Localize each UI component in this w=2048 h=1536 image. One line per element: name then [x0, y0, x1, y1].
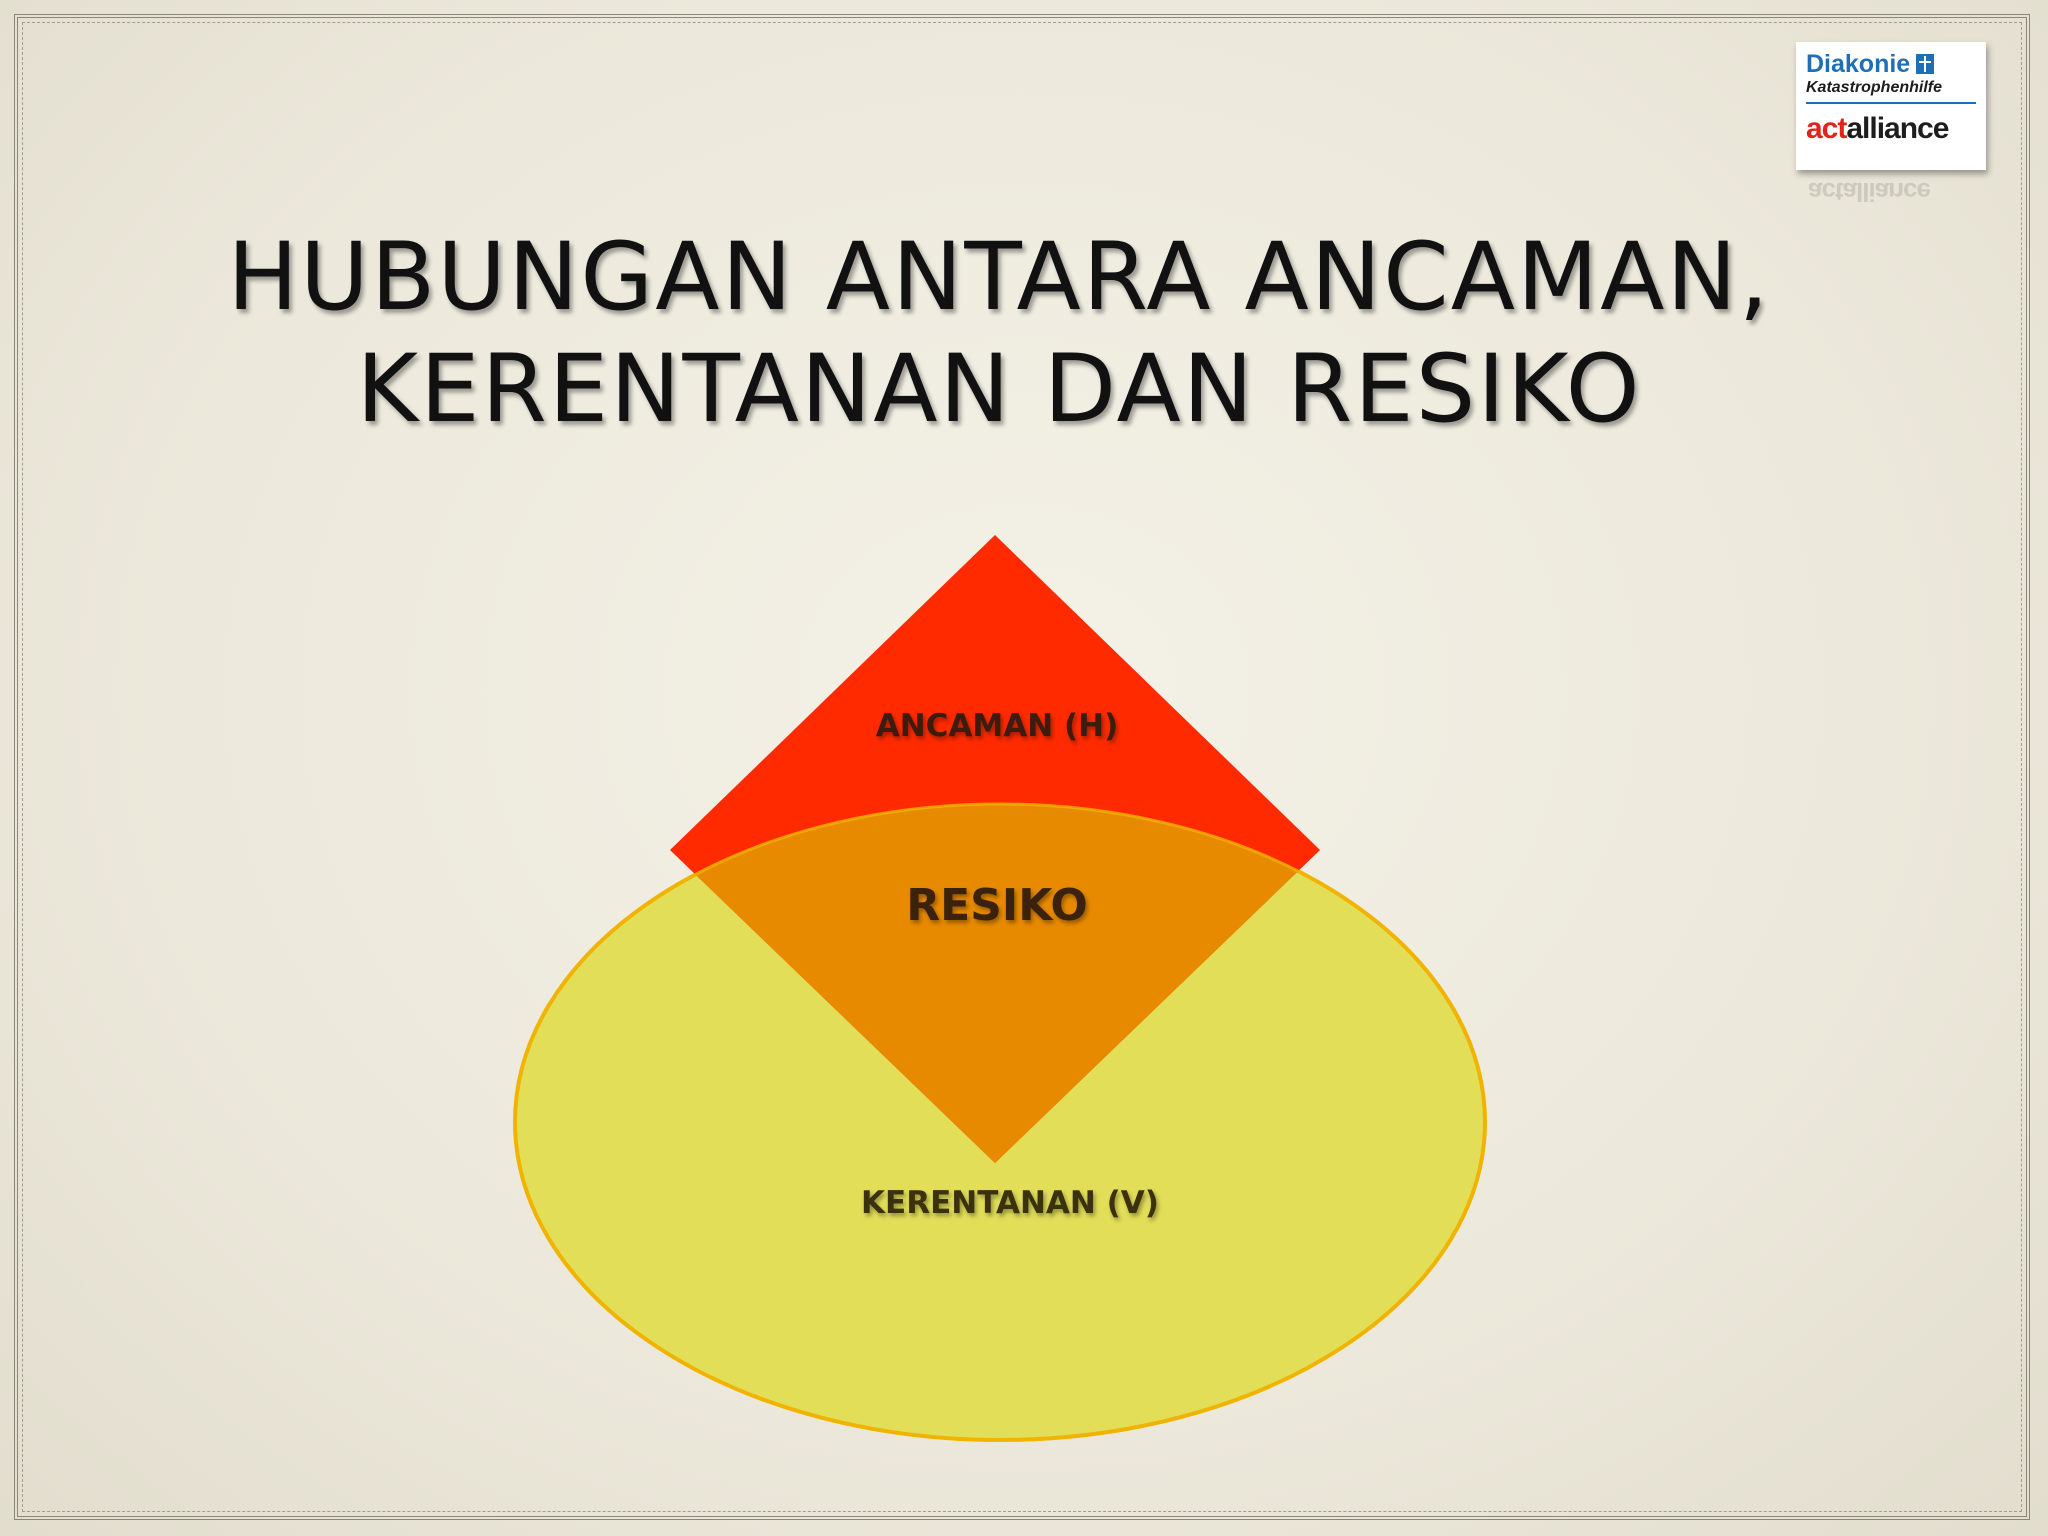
logo-diakonie-text: Diakonie: [1806, 50, 1911, 78]
slide-frame-outer: [14, 14, 2030, 1520]
vulnerability-label: KERENTANAN (V): [861, 1185, 1159, 1221]
risk-overlap: [670, 804, 1320, 1163]
logo-actalliance: actalliance: [1806, 112, 1976, 146]
logo-diakonie: Diakonie: [1806, 50, 1976, 78]
cross-icon: [1916, 54, 1935, 74]
diakonie-actalliance-logo: Diakonie Katastrophenhilfe actalliance: [1796, 42, 1986, 170]
vulnerability-ellipse-outline: [513, 802, 1487, 1442]
logo-katastrophenhilfe: Katastrophenhilfe: [1806, 78, 1976, 104]
risk-label: RESIKO: [906, 880, 1088, 931]
slide-frame-inner: [22, 22, 2022, 1512]
title-line-1: HUBUNGAN ANTARA ANCAMAN,: [227, 223, 1771, 332]
title-line-2: KERENTANAN DAN RESIKO: [356, 335, 1642, 444]
page-title: HUBUNGAN ANTARA ANCAMAN, KERENTANAN DAN …: [124, 222, 1874, 446]
hazard-label: ANCAMAN (H): [876, 708, 1119, 744]
logo-act: act: [1806, 112, 1847, 145]
logo-alliance: alliance: [1846, 112, 1949, 145]
